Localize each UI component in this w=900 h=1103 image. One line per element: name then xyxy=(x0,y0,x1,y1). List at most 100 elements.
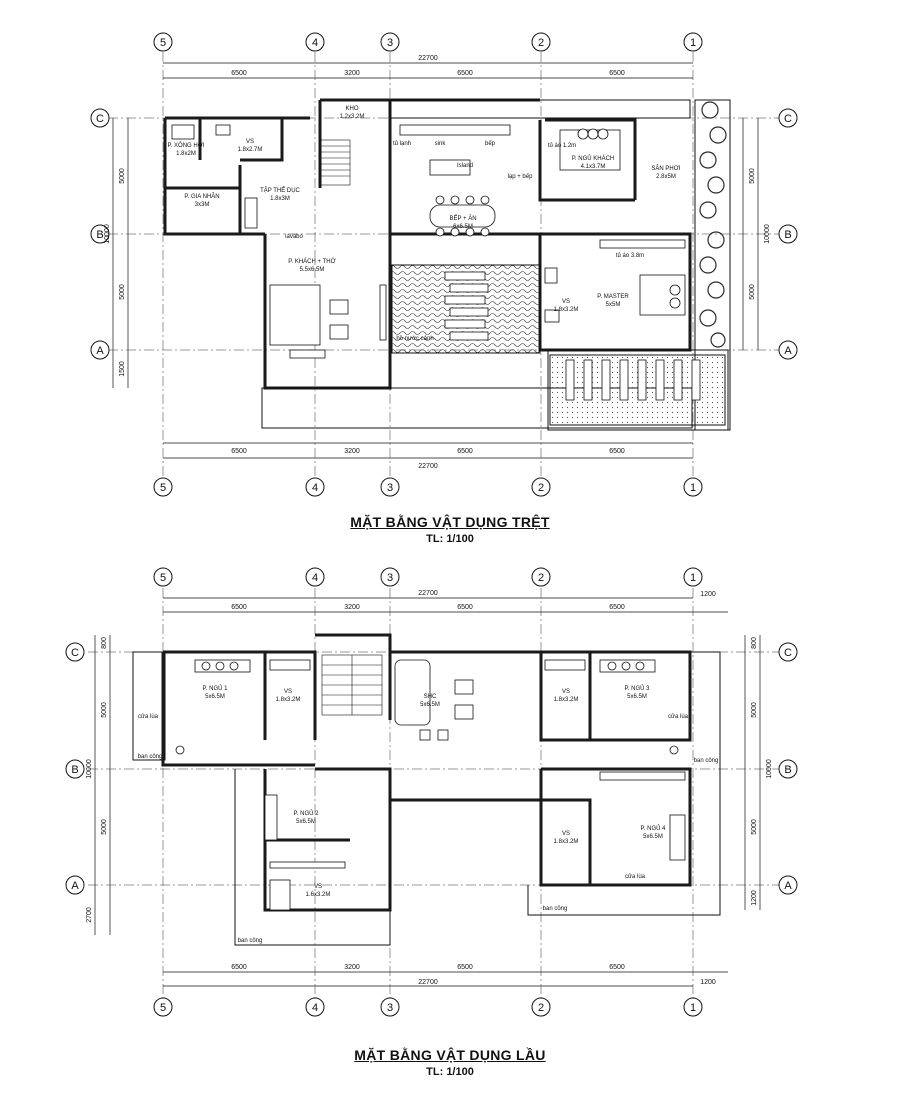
axis-label-3: 3 xyxy=(387,572,393,584)
axis-label-1: 1 xyxy=(690,37,696,49)
room-size: 1.8x3.2M xyxy=(554,307,579,313)
room-size: 1.2x3.2M xyxy=(340,114,365,120)
stepping-stones xyxy=(444,271,489,341)
axis-label-1: 1 xyxy=(690,482,696,494)
room-name: TẬP THỂ DỤC xyxy=(260,187,300,194)
dim-right: 5000 xyxy=(751,702,758,718)
note: cửa lùa xyxy=(625,873,646,880)
dim-left: 2700 xyxy=(86,907,93,923)
axis-label-4: 4 xyxy=(312,37,318,49)
note: ban công xyxy=(138,754,163,760)
axis-label-b: B xyxy=(71,764,78,776)
room-size: 1.8x2.7M xyxy=(238,147,263,153)
dim-bottom: 6500 xyxy=(231,448,247,455)
room-size: 3x3M xyxy=(195,202,210,208)
fixture-notes: cửa lùa cửa lùa cửa lùa ban công ban côn… xyxy=(138,713,719,944)
dim-top: 6500 xyxy=(609,70,625,77)
axis-label-2: 2 xyxy=(538,572,544,584)
room-name: VS xyxy=(284,689,292,695)
dim-bottom: 6500 xyxy=(609,964,625,971)
dimension-labels: 22700 6500 3200 6500 6500 6500 3200 6500… xyxy=(104,55,771,470)
axis-label-3: 3 xyxy=(387,482,393,494)
dim-top: 3200 xyxy=(344,70,360,77)
axis-label-c: C xyxy=(784,647,792,659)
upper-floor-plan: 5 4 3 2 1 5 4 3 2 1 C B A C B A 22700 65… xyxy=(65,567,798,1017)
room-size: 5x6.5M xyxy=(627,694,647,700)
axis-label-c: C xyxy=(784,113,792,125)
dim-total-right: 10000 xyxy=(764,224,771,244)
room-size: 5.5x6.5M xyxy=(300,267,325,273)
room-name: P. XÔNG HƠI xyxy=(167,142,204,149)
dim-total-bottom: 22700 xyxy=(418,463,438,470)
dim-right: 800 xyxy=(751,637,758,649)
dim-total-bottom: 22700 xyxy=(418,979,438,986)
room-name: P. NGỦ 2 xyxy=(294,810,320,817)
axis-label-a: A xyxy=(784,345,792,357)
ground-floor-title: MẶT BẰNG VẬT DỤNG TRỆT xyxy=(350,514,550,530)
axis-label-3: 3 xyxy=(387,37,393,49)
room-name: KHO xyxy=(345,106,358,112)
room-name: VS xyxy=(562,689,570,695)
axis-label-4: 4 xyxy=(312,482,318,494)
room-name: SHC xyxy=(424,694,437,700)
dim-left: 5000 xyxy=(101,819,108,835)
ground-floor-plan: 5 4 3 2 1 5 4 3 2 1 C B A C B A 22700 65… xyxy=(90,32,798,497)
balcony-outline xyxy=(132,651,721,946)
ground-floor-scale: TL: 1/100 xyxy=(426,533,474,545)
upper-floor-title-block: MẶT BẰNG VẬT DỤNG LẦU TL: 1/100 xyxy=(0,1047,900,1078)
room-size: 5x6.5M xyxy=(643,834,663,840)
dim-bottom: 1200 xyxy=(700,979,716,986)
note: sink xyxy=(435,141,447,147)
axis-bubbles xyxy=(90,32,798,497)
room-labels: KHO 1.2x3.2M P. XÔNG HƠI 1.8x2M VS 1.8x2… xyxy=(167,106,680,313)
dim-left: 5000 xyxy=(101,702,108,718)
room-size: 5x6.5M xyxy=(296,819,316,825)
note: lạp + bếp xyxy=(508,174,534,180)
note: ban công xyxy=(694,758,719,764)
plants xyxy=(699,101,727,348)
dimension-labels: 22700 6500 3200 6500 6500 1200 6500 3200… xyxy=(86,590,773,986)
room-name: BẾP + ĂN xyxy=(449,215,476,222)
room-size: 5x5M xyxy=(606,302,621,308)
axis-label-1: 1 xyxy=(690,572,696,584)
axis-label-5: 5 xyxy=(160,482,166,494)
room-size: 1.8x2M xyxy=(176,151,196,157)
room-name: SÂN PHƠI xyxy=(651,165,680,172)
upper-floor-scale: TL: 1/100 xyxy=(426,1066,474,1078)
note: bếp xyxy=(485,141,496,147)
dim-total-left: 10000 xyxy=(86,759,93,779)
walls xyxy=(161,633,692,912)
dim-top: 6500 xyxy=(609,604,625,611)
room-name: P. NGỦ 3 xyxy=(625,685,651,692)
garden-pavers xyxy=(565,359,701,401)
ground-floor-title-block: MẶT BẰNG VẬT DỤNG TRỆT TL: 1/100 xyxy=(0,514,900,545)
dim-right: 1200 xyxy=(751,890,758,906)
note: ban công xyxy=(543,906,568,912)
axis-label-c: C xyxy=(96,113,104,125)
note: cửa lùa xyxy=(138,713,159,720)
dim-top: 6500 xyxy=(457,70,473,77)
dim-top: 3200 xyxy=(344,604,360,611)
note: lavabo xyxy=(285,234,303,240)
dim-total-top: 22700 xyxy=(418,55,438,62)
furniture xyxy=(171,124,686,359)
dim-top: 6500 xyxy=(231,70,247,77)
room-name: VS xyxy=(246,139,254,145)
axis-labels: 5 4 3 2 1 5 4 3 2 1 C B A C B A xyxy=(96,37,792,494)
axis-label-4: 4 xyxy=(312,1002,318,1014)
dim-right: 5000 xyxy=(749,284,756,300)
room-name: P. KHÁCH + THỜ xyxy=(288,258,335,265)
dimension-chains xyxy=(112,62,759,459)
axis-label-5: 5 xyxy=(160,37,166,49)
room-name: VS xyxy=(314,884,322,890)
furniture xyxy=(175,659,686,911)
axis-label-5: 5 xyxy=(160,572,166,584)
axis-label-2: 2 xyxy=(538,1002,544,1014)
room-size: 4.1x3.7M xyxy=(581,164,606,170)
dim-bottom: 6500 xyxy=(457,964,473,971)
axis-label-b: B xyxy=(784,764,791,776)
axis-label-c: C xyxy=(71,647,79,659)
axis-label-1: 1 xyxy=(690,1002,696,1014)
dim-left: 800 xyxy=(101,637,108,649)
